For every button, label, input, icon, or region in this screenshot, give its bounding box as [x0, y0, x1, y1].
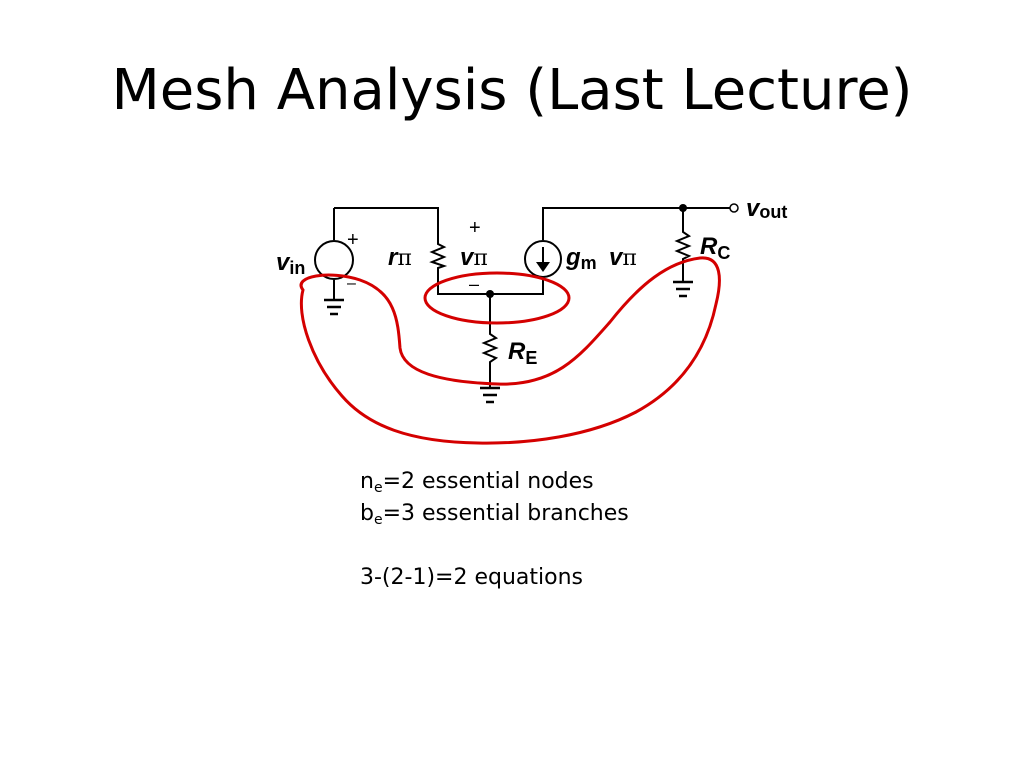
- vin-source: [314, 240, 354, 280]
- equations-line: 3-(2-1)=2 equations: [360, 565, 583, 590]
- ground-rc: [673, 280, 693, 298]
- vin-plus: +: [347, 229, 359, 251]
- mesh-loop-small: [423, 271, 571, 325]
- slide-title: Mesh Analysis (Last Lecture): [111, 58, 913, 123]
- current-source: [524, 240, 562, 278]
- essential-branches-line: be=3 essential branches: [360, 501, 629, 528]
- gm-vpi-label: vπ: [609, 244, 637, 271]
- essential-nodes-line: ne=2 essential nodes: [360, 469, 594, 496]
- node-emitter: [486, 290, 494, 298]
- gm-label: gm: [565, 244, 597, 273]
- vout-terminal: [729, 203, 739, 213]
- vin-minus: –: [347, 275, 356, 292]
- ground-vin: [324, 298, 344, 316]
- vout-label: vout: [746, 195, 787, 222]
- rc-label: RC: [700, 233, 730, 263]
- vin-label: vin: [276, 249, 305, 278]
- node-collector: [679, 204, 687, 212]
- vpi-plus: +: [469, 217, 481, 239]
- vpi-label: vπ: [460, 244, 488, 271]
- rc-resistor: [674, 228, 692, 262]
- mesh-loop-large: [299, 256, 721, 445]
- ground-re: [480, 386, 500, 404]
- analysis-notes: ne=2 essential nodes be=3 essential bran…: [360, 466, 629, 594]
- re-label: RE: [508, 338, 537, 368]
- rpi-resistor: [429, 240, 448, 270]
- re-resistor: [481, 330, 499, 370]
- rpi-label: rπ: [388, 244, 412, 271]
- vpi-minus: –: [469, 274, 479, 294]
